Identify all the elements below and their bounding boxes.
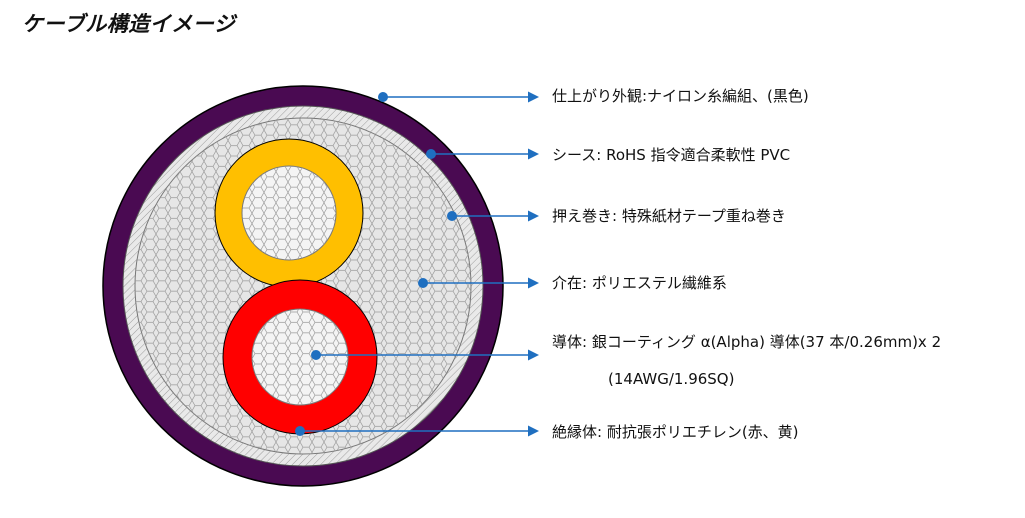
leader-outer-dot [378,92,388,102]
leader-sheath-arrowhead [528,148,539,160]
leader-outer-arrowhead [528,91,539,103]
label-filler: 介在: ポリエステル繊維系 [552,274,727,292]
leader-conductor-dot [311,350,321,360]
leader-conductor-arrowhead [528,349,539,361]
leader-insulation-dot [295,426,305,436]
yellow-conductor-strands [242,166,336,260]
leader-sheath [426,148,539,160]
leader-wrap-arrowhead [528,210,539,222]
label-outer: 仕上がり外観:ナイロン糸編組、(黒色) [552,87,809,105]
label-conductor-spec: (14AWG/1.96SQ) [608,370,735,388]
diagram-title: ケーブル構造イメージ [22,12,236,36]
label-sheath: シース: RoHS 指令適合柔軟性 PVC [552,146,791,164]
leader-outer [378,91,539,103]
leader-conductor [311,349,539,361]
leader-wrap-dot [447,211,457,221]
leader-lines [295,91,539,437]
red-conductor-strands [252,309,348,405]
leader-insulation [295,425,539,437]
leader-filler [418,277,539,289]
label-insulation: 絶縁体: 耐抗張ポリエチレン(赤、黄) [552,423,799,441]
label-wrap: 押え巻き: 特殊紙材テープ重ね巻き [552,207,786,225]
leader-filler-arrowhead [528,277,539,289]
leader-sheath-dot [426,149,436,159]
leader-filler-dot [418,278,428,288]
leader-wrap [447,210,539,222]
leader-insulation-arrowhead [528,425,539,437]
label-conductor: 導体: 銀コーティング α(Alpha) 導体(37 本/0.26mm)x 2 [552,333,942,351]
